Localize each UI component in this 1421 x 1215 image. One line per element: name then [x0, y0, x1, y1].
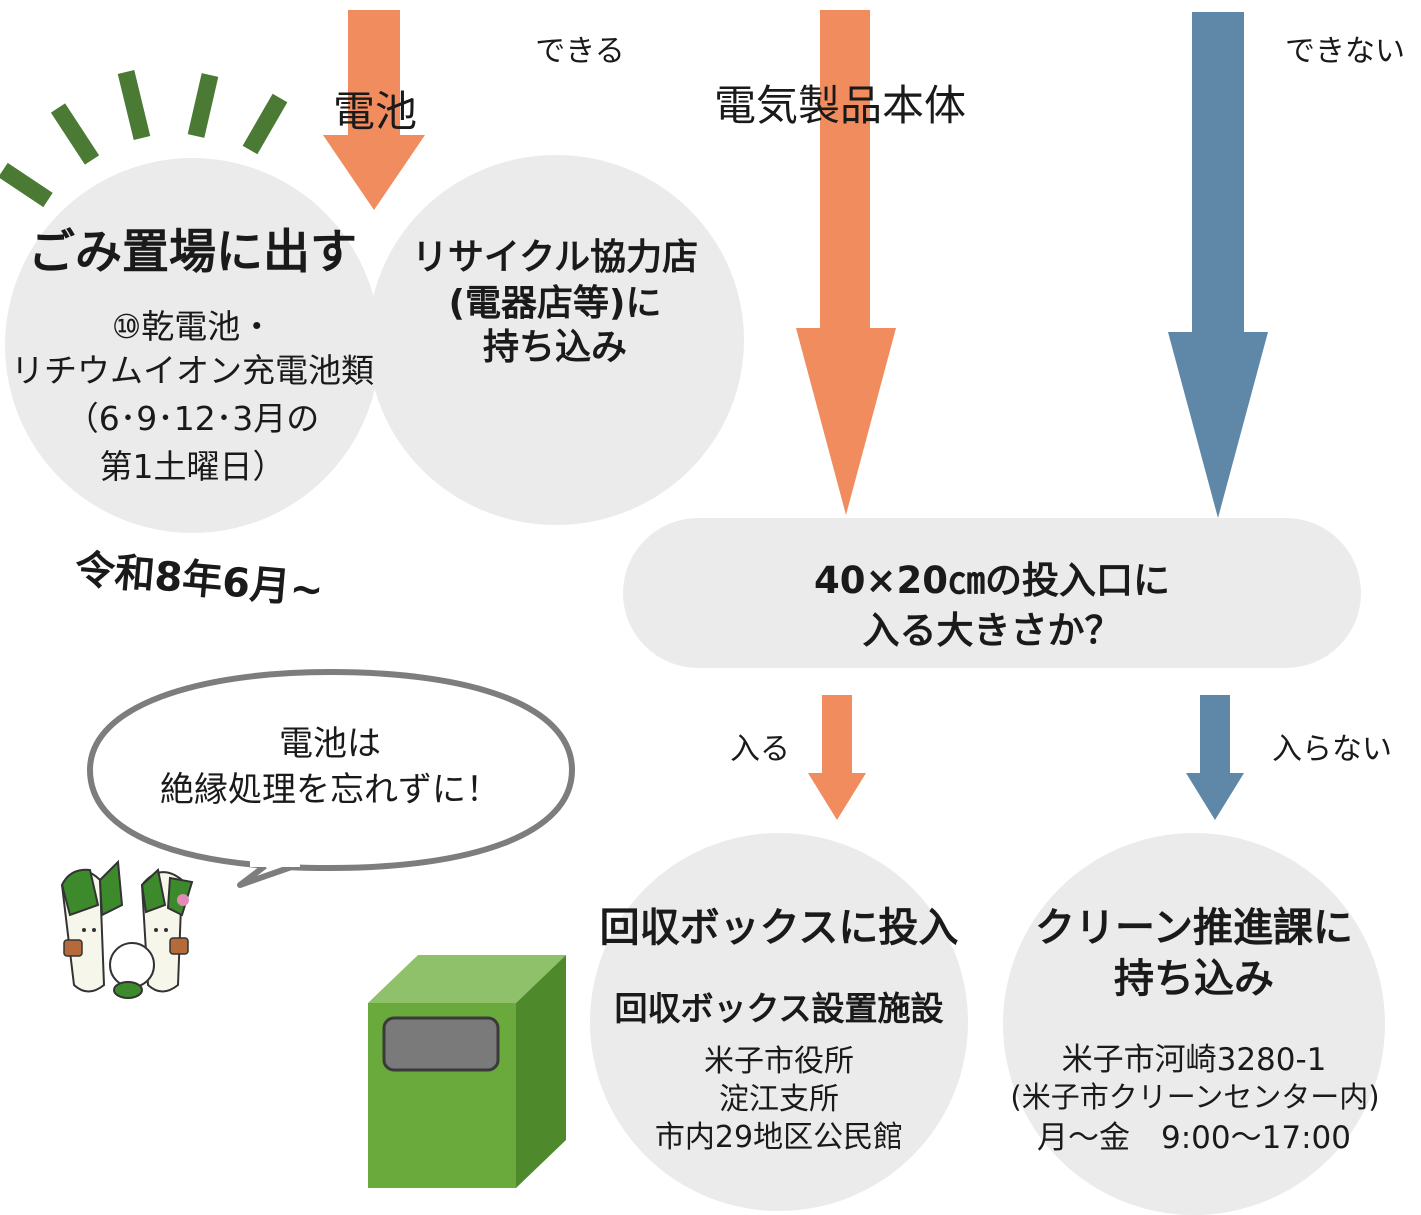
- speech-line1: 電池は: [279, 724, 381, 764]
- garbage-line3: （6･9･12･3月の: [65, 399, 320, 438]
- recycle-line2: (電器店等)に: [448, 283, 662, 324]
- mascot-icon: [60, 859, 194, 999]
- collection-title: 回収ボックスに投入: [599, 905, 959, 951]
- garbage-title: ごみ置場に出す: [28, 225, 357, 280]
- collection-loc3: 市内29地区公民館: [654, 1120, 904, 1155]
- collection-loc1: 米子市役所: [704, 1044, 854, 1079]
- fits-label: 入る: [730, 732, 790, 767]
- collection-box-icon: [368, 955, 566, 1188]
- speech-line2: 絶縁処理を忘れずに！: [160, 770, 500, 810]
- can-label: できる: [535, 34, 625, 69]
- battery-arrow-icon: [323, 10, 425, 210]
- garbage-circle: [5, 158, 380, 533]
- clean-div-note: (米子市クリーンセンター内): [1010, 1080, 1380, 1114]
- question-line1: 40×20㎝の投入口に: [814, 559, 1170, 602]
- speech-bubble-icon: [86, 668, 576, 888]
- collection-subtitle: 回収ボックス設置施設: [614, 989, 944, 1028]
- not-fits-arrow-icon: [1186, 695, 1244, 820]
- recycle-store-circle: [368, 155, 744, 525]
- clean-div-title1: クリーン推進課に: [1035, 905, 1353, 951]
- clean-div-hours: 月～金 9:00～17:00: [1037, 1120, 1351, 1156]
- recycle-line1: リサイクル協力店: [411, 237, 699, 278]
- size-question-pill: [623, 518, 1361, 668]
- battery-label: 電池: [332, 87, 417, 136]
- cannot-label: できない: [1285, 34, 1405, 69]
- question-line2: 入る大きさか？: [862, 609, 1122, 652]
- appliance-can-arrow-icon: [796, 10, 896, 515]
- collection-box-circle: [590, 833, 968, 1211]
- clean-div-circle: [1003, 833, 1385, 1215]
- clean-div-title2: 持ち込み: [1114, 956, 1274, 1002]
- garbage-line2: リチウムイオン充電池類: [11, 351, 374, 390]
- cannot-arrow-icon: [1168, 12, 1268, 518]
- fits-arrow-icon: [808, 695, 866, 820]
- appliance-label: 電気製品本体: [713, 81, 966, 130]
- not-fits-label: 入らない: [1272, 732, 1392, 767]
- collection-loc2: 淀江支所: [719, 1082, 839, 1117]
- garbage-line4: 第1土曜日）: [99, 447, 286, 486]
- recycle-line3: 持ち込み: [482, 327, 627, 368]
- garbage-line1: ⑩乾電池・: [111, 307, 274, 346]
- clean-div-address: 米子市河崎3280-1: [1061, 1042, 1327, 1078]
- sun-rays-icon: [0, 69, 288, 208]
